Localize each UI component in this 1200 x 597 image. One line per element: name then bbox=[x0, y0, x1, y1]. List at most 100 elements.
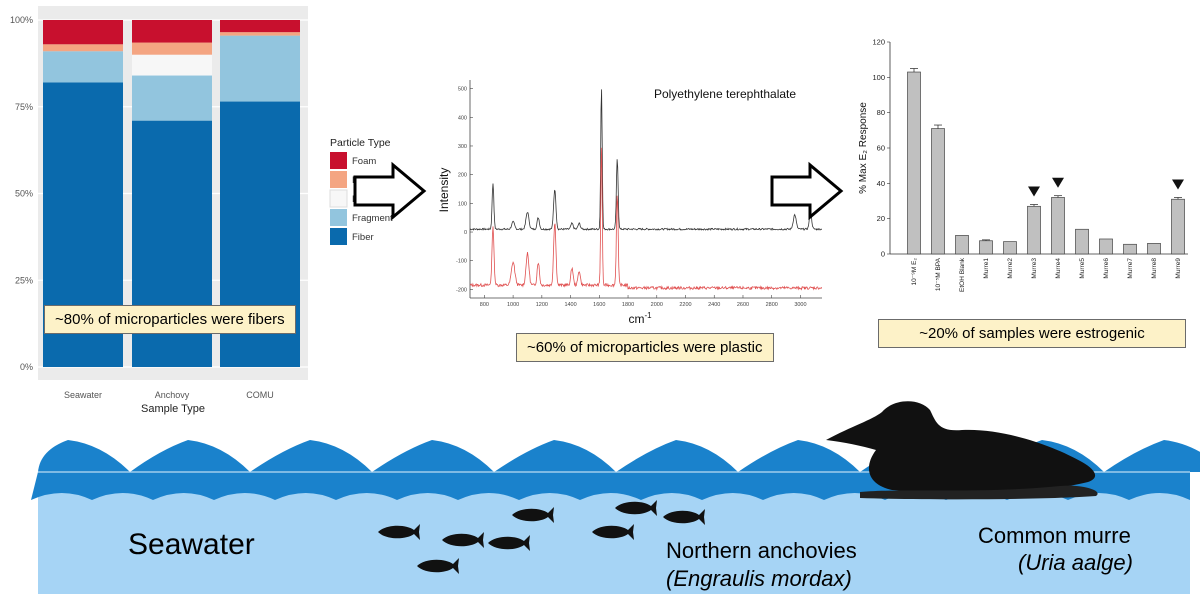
x-tick-label: 1200 bbox=[536, 302, 548, 308]
x-tick-label: Murre8 bbox=[1151, 258, 1158, 279]
legend-swatch-fragment bbox=[330, 209, 347, 226]
y-tick-label: 75% bbox=[15, 102, 33, 112]
y-axis-title: % Max E₂ Response bbox=[858, 102, 869, 194]
fish-body bbox=[512, 507, 554, 523]
common-murre-icon bbox=[826, 401, 1098, 500]
y-tick-label: 300 bbox=[458, 144, 467, 150]
y-tick-label: 100% bbox=[10, 15, 33, 25]
anchovy-fish-icon bbox=[488, 535, 530, 551]
legend-label-foam: Foam bbox=[352, 156, 376, 167]
x-tick-label: 10⁻⁵M BPA bbox=[935, 257, 942, 291]
x-tick-label: 2400 bbox=[708, 302, 720, 308]
bar-segment-film bbox=[43, 44, 123, 52]
anchovy-latin-label: (Engraulis mordax) bbox=[666, 566, 852, 591]
x-tick-label: 2800 bbox=[766, 302, 778, 308]
y-tick-label: 400 bbox=[458, 115, 467, 121]
x-tick-label: Murre6 bbox=[1103, 258, 1110, 279]
y-tick-label: 50% bbox=[15, 189, 33, 199]
bar bbox=[1147, 243, 1161, 255]
x-tick-label: 800 bbox=[480, 302, 489, 308]
estrogenic-marker-icon bbox=[1052, 177, 1064, 188]
bar-segment-foam bbox=[220, 20, 300, 33]
bar bbox=[955, 235, 969, 255]
x-tick-label: 10⁻⁹M E₂ bbox=[911, 258, 918, 286]
y-tick-label: 0 bbox=[881, 250, 885, 259]
bar bbox=[1123, 243, 1137, 255]
chart-title: Polyethylene terephthalate bbox=[654, 87, 796, 101]
anchovy-fish-icon bbox=[592, 524, 634, 540]
anchovy-fish-icon bbox=[378, 524, 420, 540]
fish-body bbox=[378, 524, 420, 540]
x-tick-label: Murre1 bbox=[983, 258, 990, 279]
y-tick-label: 120 bbox=[872, 38, 885, 47]
y-tick-label: 25% bbox=[15, 275, 33, 285]
bar-segment-fragment bbox=[43, 51, 123, 83]
bar-segment-fragment bbox=[132, 75, 212, 121]
fish-body bbox=[488, 535, 530, 551]
x-tick-label: Seawater bbox=[64, 390, 102, 400]
bar bbox=[1003, 241, 1017, 255]
legend-swatch-fiber bbox=[330, 228, 347, 245]
murre-body bbox=[826, 401, 1096, 493]
y-axis-title: Intensity bbox=[437, 168, 451, 213]
bar bbox=[1075, 228, 1089, 255]
legend-swatch-foam bbox=[330, 152, 347, 169]
y-tick-label: 100 bbox=[872, 73, 885, 82]
bar-segment-bead bbox=[132, 54, 212, 76]
y-tick-label: 500 bbox=[458, 87, 467, 93]
anchovy-fish-icon bbox=[663, 509, 705, 525]
y-tick-label: 40 bbox=[877, 179, 885, 188]
x-tick-label: Murre4 bbox=[1055, 258, 1062, 279]
legend-swatch-film bbox=[330, 171, 347, 188]
series-line-red bbox=[469, 147, 823, 291]
estrogenic-marker-icon bbox=[1028, 186, 1040, 197]
murre-label: Common murre bbox=[978, 523, 1131, 548]
fish-body bbox=[592, 524, 634, 540]
legend-label-fiber: Fiber bbox=[352, 232, 374, 243]
estrogenic-marker-icon bbox=[1172, 179, 1184, 190]
x-tick-label: Murre3 bbox=[1031, 258, 1038, 279]
legend-swatch-bead bbox=[329, 189, 348, 208]
fibers-caption: ~80% of microparticles were fibers bbox=[44, 305, 296, 334]
x-axis-title: Sample Type bbox=[141, 403, 205, 415]
x-tick-label: 2600 bbox=[737, 302, 749, 308]
x-tick-label: 3000 bbox=[794, 302, 806, 308]
bar bbox=[1099, 238, 1113, 255]
y-tick-label: 0 bbox=[464, 230, 467, 236]
y-tick-label: 80 bbox=[877, 108, 885, 117]
fish-body bbox=[615, 500, 657, 516]
legend-title: Particle Type bbox=[330, 137, 391, 149]
x-tick-label: COMU bbox=[246, 390, 274, 400]
flow-arrow-icon bbox=[770, 161, 844, 221]
anchovy-fish-icon bbox=[615, 500, 657, 516]
y-tick-label: 20 bbox=[877, 214, 885, 223]
flow-arrow-icon bbox=[353, 161, 427, 221]
x-tick-label: Murre9 bbox=[1175, 258, 1182, 279]
bar-segment-film bbox=[132, 42, 212, 55]
bar-segment-foam bbox=[132, 20, 212, 43]
series-line-black bbox=[469, 89, 823, 231]
x-tick-label: Murre7 bbox=[1127, 258, 1134, 279]
anchovy-fish-icon bbox=[512, 507, 554, 523]
seawater-label: Seawater bbox=[128, 528, 255, 561]
anchovy-fish-icon bbox=[417, 558, 459, 574]
anchovy-label: Northern anchovies bbox=[666, 538, 857, 563]
murre-latin-label: (Uria aalge) bbox=[1018, 550, 1133, 575]
bar-segment-foam bbox=[43, 20, 123, 45]
y-tick-label: 60 bbox=[877, 144, 885, 153]
legend-label-fragment: Fragment bbox=[352, 213, 393, 224]
x-tick-label: Anchovy bbox=[155, 390, 190, 400]
bar-segment-film bbox=[220, 32, 300, 36]
plastic-caption: ~60% of microparticles were plastic bbox=[516, 333, 774, 362]
y-tick-label: -200 bbox=[456, 287, 467, 293]
x-tick-label: Murre2 bbox=[1007, 258, 1014, 279]
y-tick-label: 200 bbox=[458, 173, 467, 179]
x-tick-label: 1000 bbox=[507, 302, 519, 308]
estrogenic-caption: ~20% of samples were estrogenic bbox=[878, 319, 1186, 348]
fish-body bbox=[442, 532, 484, 548]
x-tick-label: 1600 bbox=[593, 302, 605, 308]
y-tick-label: 0% bbox=[20, 362, 33, 372]
